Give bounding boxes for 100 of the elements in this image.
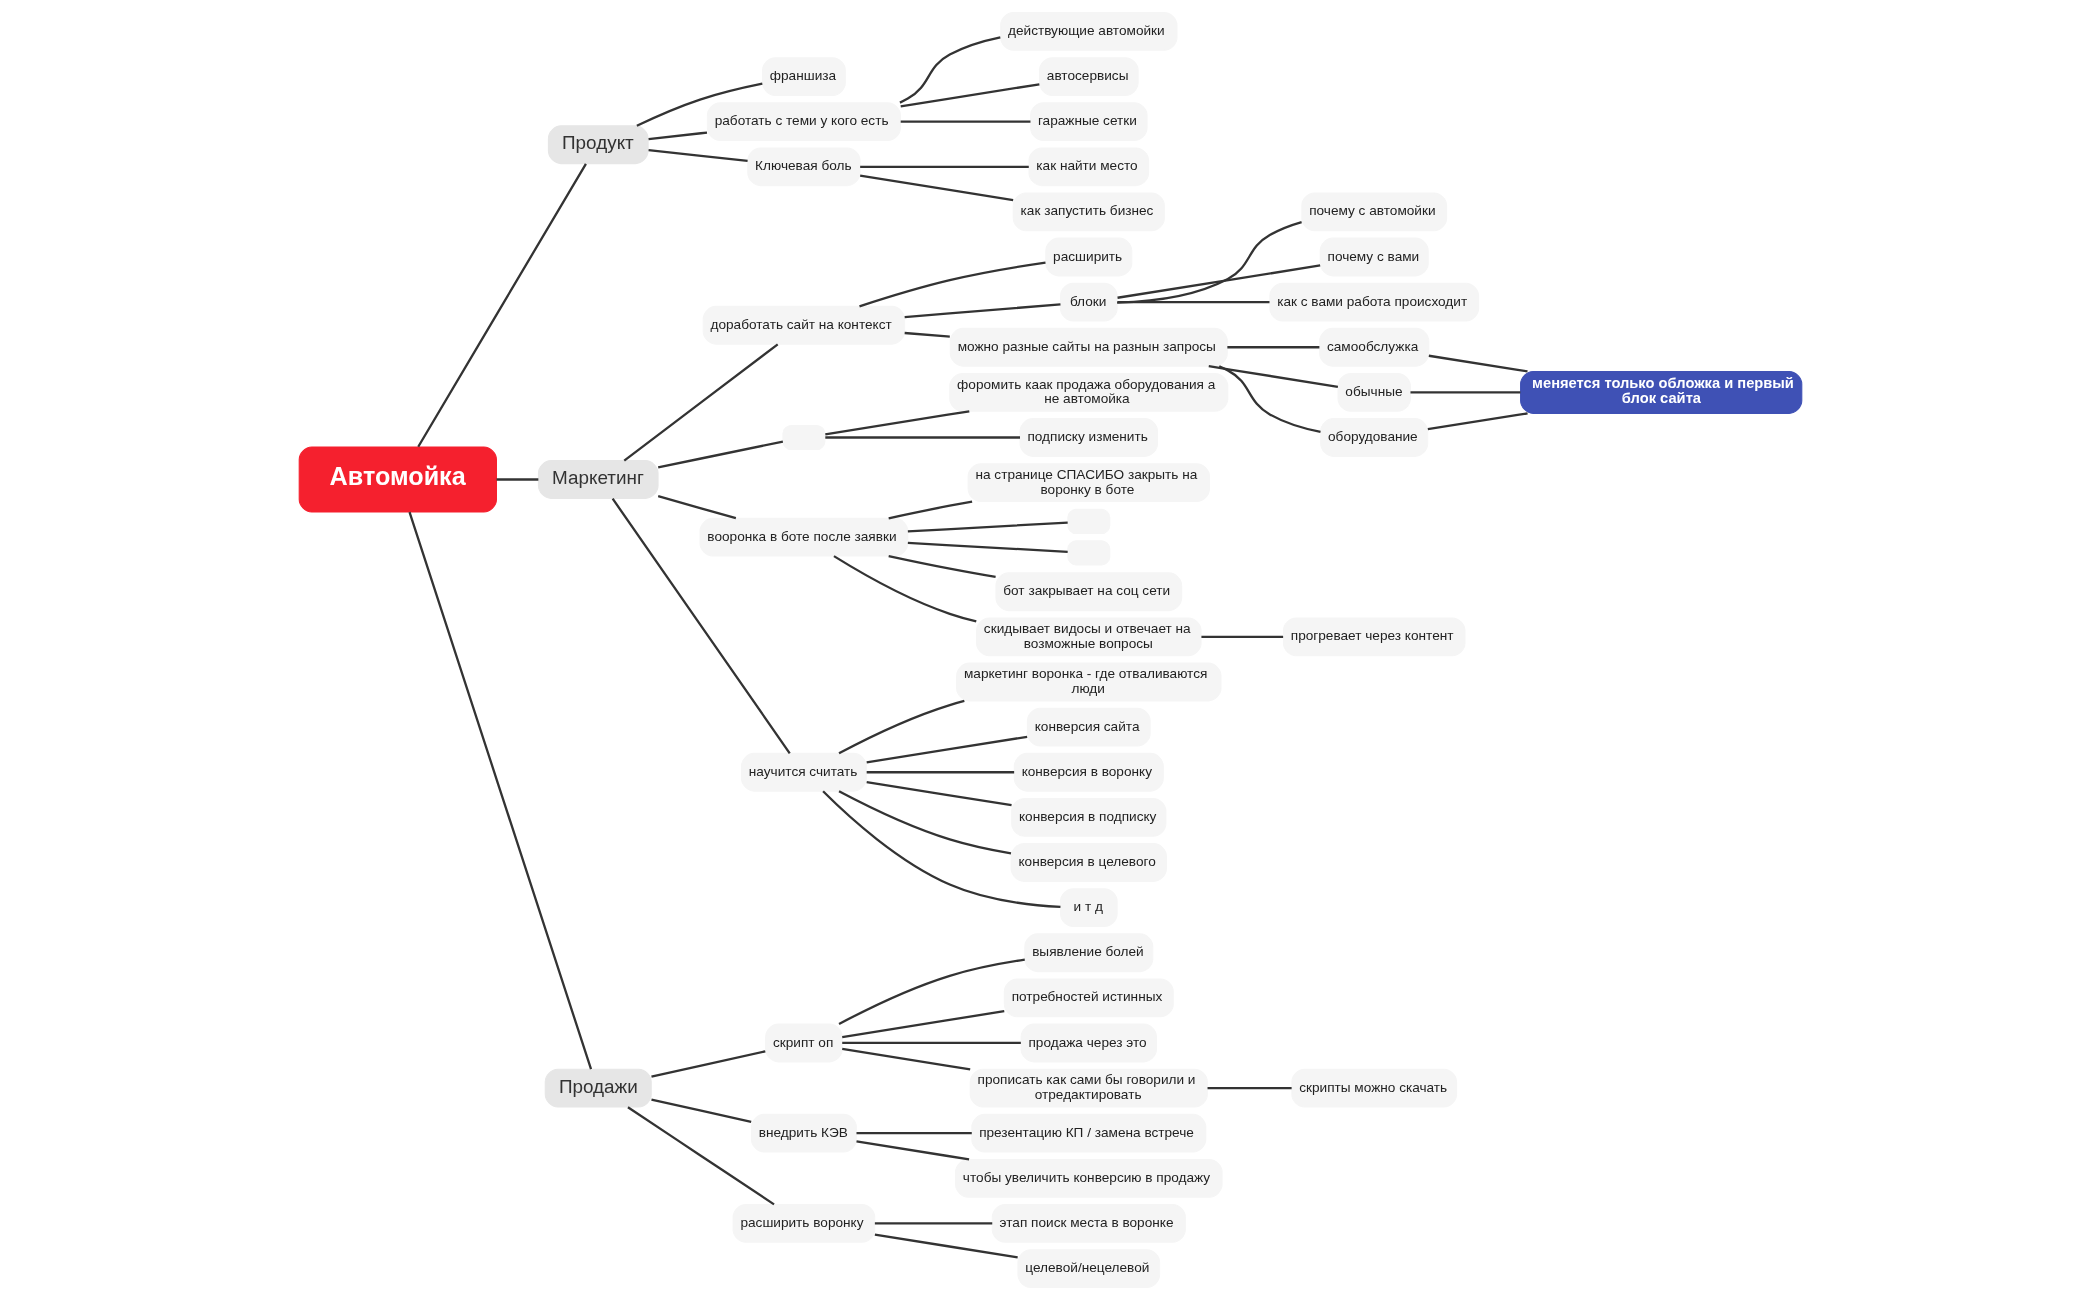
node-box: прописать как сами бы говорили и отредактировать xyxy=(969,1068,1208,1108)
connector xyxy=(821,790,1060,909)
node-box: внедрить КЭВ xyxy=(750,1113,857,1153)
connector xyxy=(824,436,1020,439)
node-box: Маркетинг xyxy=(537,460,659,499)
connector xyxy=(647,148,748,162)
node-box: форомить каак продажа оборудования а не автомойка xyxy=(948,373,1228,412)
connector xyxy=(866,780,1012,807)
node-box: маркетинг воронка - где отваливаются люди xyxy=(955,662,1222,702)
node-box xyxy=(781,424,825,451)
connector xyxy=(887,500,972,520)
node-box: почему с вами xyxy=(1319,237,1429,277)
connector xyxy=(859,174,1013,202)
connector xyxy=(841,1047,970,1071)
connector xyxy=(900,120,1030,123)
node-box: конверсия в целевого xyxy=(1010,843,1167,882)
node-box: этап поиск места в воронке xyxy=(991,1204,1186,1243)
connector xyxy=(838,790,1011,855)
node-box: конверсия сайта xyxy=(1026,707,1151,747)
connector xyxy=(1116,220,1302,304)
connector xyxy=(407,511,592,1070)
node-box: научится считать xyxy=(740,752,867,792)
connector xyxy=(866,771,1014,774)
node-box: доработать сайт на контекст xyxy=(702,305,905,345)
node-box: скрипт оп xyxy=(764,1023,843,1063)
node-box: почему с автомойки xyxy=(1300,192,1447,232)
connector xyxy=(1200,635,1283,639)
node-box: можно разные сайты на разнын запросы xyxy=(949,327,1228,367)
node-box: вооронка в боте после заявки xyxy=(699,517,908,557)
node-box: расширить xyxy=(1044,237,1132,277)
connector xyxy=(898,36,1001,104)
connector xyxy=(623,343,778,462)
node-box: прогревает через контент xyxy=(1282,617,1465,657)
node-box: Автомойка xyxy=(298,446,497,513)
node-box: скрипты можно скачать xyxy=(1290,1068,1457,1108)
node-box: бот закрывает на соц сети xyxy=(994,572,1182,612)
node-box xyxy=(1066,508,1110,535)
connector xyxy=(904,303,1061,319)
connector xyxy=(496,478,538,481)
node-box: потребностей истинных xyxy=(1003,978,1174,1018)
connector xyxy=(838,958,1025,1025)
connector xyxy=(907,541,1068,553)
connector xyxy=(904,331,950,338)
node-box: скидывает видосы и отвечает на возможные вопросы xyxy=(975,617,1202,657)
connector xyxy=(657,440,783,469)
connector xyxy=(1207,1086,1292,1090)
connector xyxy=(866,735,1027,764)
node-box: на странице СПАСИБО закрыть на воронку в боте xyxy=(967,463,1210,503)
connector xyxy=(650,1050,766,1078)
connector xyxy=(1116,264,1320,299)
connector xyxy=(1117,301,1269,304)
connector xyxy=(611,498,791,754)
connector xyxy=(1226,346,1319,349)
node-box: подписку изменить xyxy=(1019,418,1158,457)
connector xyxy=(858,261,1046,308)
connector xyxy=(841,1010,1004,1039)
node-box: работать с теми у кого есть xyxy=(706,102,901,142)
node-box: презентацию КП / замена встрече xyxy=(970,1113,1206,1153)
connector xyxy=(887,555,996,579)
connector xyxy=(1409,391,1520,394)
node-box: как запустить бизнес xyxy=(1012,192,1165,232)
node-box: как с вами работа происходит xyxy=(1268,282,1479,322)
node-box: как найти место xyxy=(1027,147,1149,187)
connector xyxy=(1428,354,1528,373)
connector xyxy=(657,495,736,520)
node-box: выявление болей xyxy=(1023,933,1153,973)
connector xyxy=(824,410,969,436)
node-box: конверсия в воронку xyxy=(1013,752,1164,792)
node-box xyxy=(1066,540,1110,566)
connector xyxy=(874,1222,992,1225)
node-box: Продажи xyxy=(544,1068,652,1108)
connector xyxy=(856,1132,972,1135)
node-box: меняется только обложка и первый блок сайта xyxy=(1519,370,1802,414)
connector xyxy=(874,1233,1018,1259)
node-box: обычные xyxy=(1337,373,1411,412)
connector xyxy=(647,131,707,141)
connector xyxy=(1218,365,1321,434)
node-box: франшиза xyxy=(761,57,846,96)
node-box: действующие автомойки xyxy=(999,12,1177,51)
connector xyxy=(907,521,1068,533)
node-box: продажа через это xyxy=(1020,1023,1157,1063)
node-box: автосервисы xyxy=(1038,57,1139,96)
node-box: целевой/нецелевой xyxy=(1016,1249,1160,1288)
node-box: и т д xyxy=(1059,888,1118,927)
node-box: гаражные сетки xyxy=(1029,102,1148,142)
connector xyxy=(841,1041,1021,1045)
node-box: конверсия в подписку xyxy=(1010,797,1166,837)
connector xyxy=(855,1140,969,1161)
connector xyxy=(635,82,763,127)
connector xyxy=(1427,412,1528,431)
node-box: Продукт xyxy=(547,125,649,165)
node-box: Ключевая боль xyxy=(746,147,861,187)
node-box: блоки xyxy=(1059,282,1118,322)
node-box: чтобы увеличить конверсию в продажу xyxy=(954,1158,1223,1198)
connector xyxy=(1208,365,1338,388)
connector xyxy=(838,699,965,755)
node-box: самообслужка xyxy=(1318,327,1429,367)
connector xyxy=(859,165,1029,168)
node-box: расширить воронку xyxy=(732,1204,875,1243)
connector xyxy=(900,83,1040,108)
